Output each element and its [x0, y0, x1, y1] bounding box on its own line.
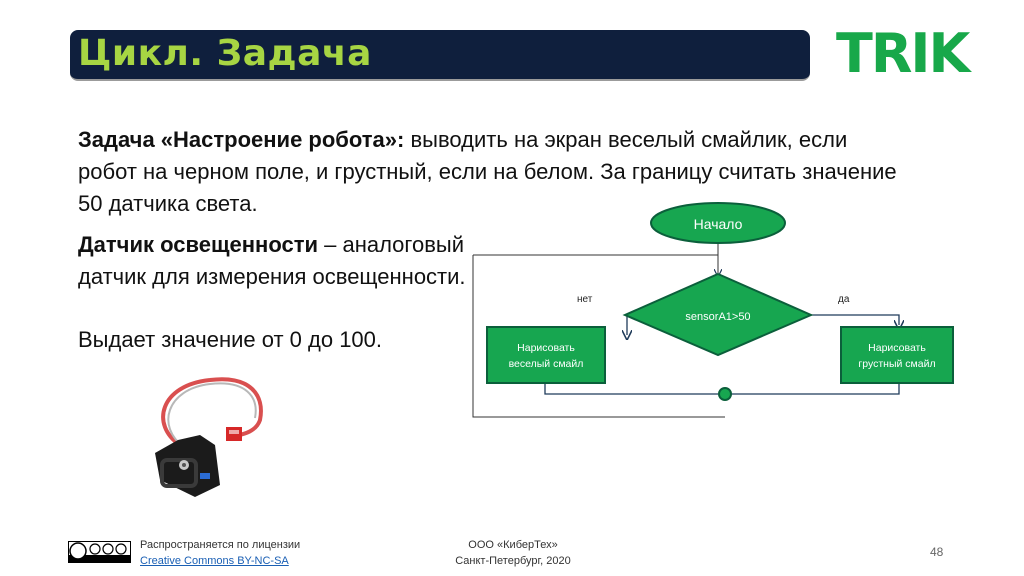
no-label: нет — [577, 294, 593, 305]
trik-logo: TRIK — [836, 22, 970, 85]
decision-node — [622, 272, 814, 357]
merge-node — [718, 387, 732, 401]
org-name: ООО «КиберТех» — [468, 539, 558, 551]
sensor-term: Датчик освещенности — [78, 232, 319, 257]
start-node — [650, 202, 786, 244]
page-number: 48 — [930, 545, 944, 559]
sensor-definition: Датчик освещенности – аналоговый датчик … — [78, 229, 478, 293]
flowchart: Начало sensorA1>50 нет да Нарисовать вес… — [472, 202, 954, 418]
task-text: выводить на экран веселый смайлик, если … — [78, 127, 897, 216]
cc-by-nc-sa-icon — [68, 541, 131, 563]
task-paragraph: Задача «Настроение робота»: выводить на … — [78, 124, 908, 220]
page-title: Цикл. Задача — [78, 33, 372, 74]
title-bar: Цикл. Задача — [70, 30, 810, 81]
sensor-definition-text: – аналоговый датчик для измерения освеще… — [78, 232, 466, 289]
yes-label: да — [838, 294, 850, 305]
happy-box-line1: Нарисовать — [517, 342, 575, 354]
start-label: Начало — [694, 216, 743, 232]
license-link[interactable]: Creative Commons BY-NC-SA — [140, 555, 289, 567]
happy-smile-box — [486, 326, 606, 384]
sad-smile-box — [840, 326, 954, 384]
sad-box-line1: Нарисовать — [868, 342, 926, 354]
no-branch-arrow — [625, 314, 627, 335]
license-text: Распространяется по лицензии Creative Co… — [140, 537, 360, 569]
light-sensor-image — [155, 377, 263, 497]
yes-branch-arrow — [811, 314, 899, 325]
task-label: Задача «Настроение робота»: — [78, 127, 405, 152]
sensor-range: Выдает значение от 0 до 100. — [78, 327, 383, 352]
happy-box-line2: веселый смайл — [509, 358, 584, 370]
org-city-year: Санкт-Петербург, 2020 — [455, 555, 571, 567]
license-line: Распространяется по лицензии — [140, 539, 301, 551]
sad-box-line2: грустный смайл — [858, 358, 935, 370]
decision-label: sensorA1>50 — [685, 311, 750, 323]
organization-info: ООО «КиберТех» Санкт-Петербург, 2020 — [448, 537, 578, 569]
